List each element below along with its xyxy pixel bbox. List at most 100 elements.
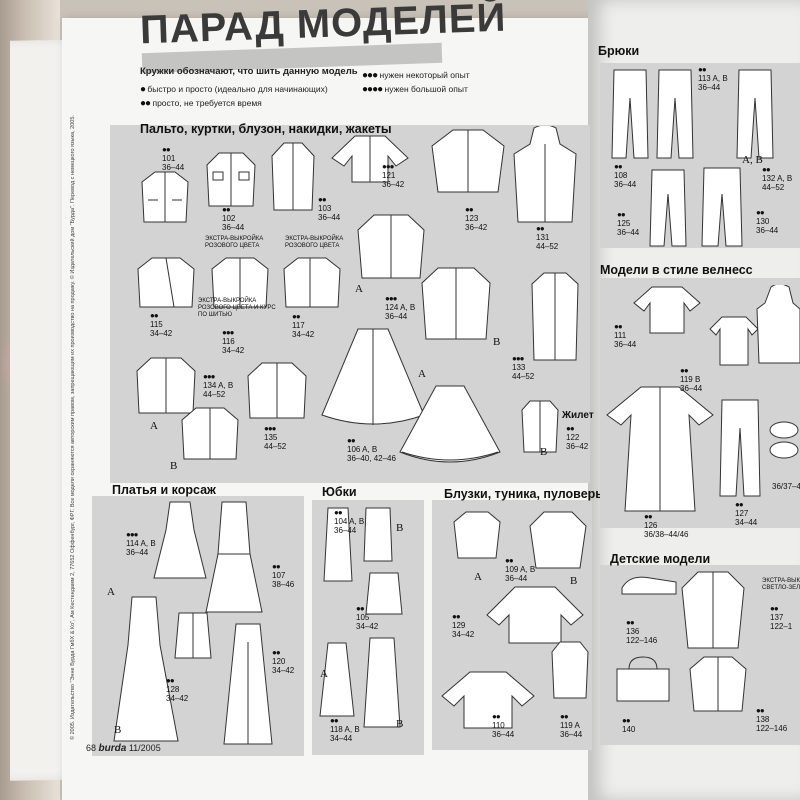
blouse-sketch-109b [528, 510, 588, 570]
corsage-sketch-128 [173, 610, 213, 660]
trousers-sketch-113b [735, 68, 775, 160]
legend-item-2: ●● просто, не требуется время [140, 98, 262, 109]
hoodie-sketch [755, 285, 800, 365]
section-title-skirts: Юбки [322, 485, 357, 499]
section-title-kids: Детские модели [610, 552, 711, 566]
model-label-140: ●●140 [622, 716, 636, 734]
variant-letter-b: B [114, 724, 122, 736]
jacket-sketch-115 [136, 255, 196, 310]
skirt-sketch-118b [362, 635, 402, 730]
section-title-trousers: Брюки [598, 44, 640, 58]
jacket-sketch-135 [246, 360, 308, 422]
trousers-sketch-108 [610, 68, 650, 160]
model-label-112: 36/37–46 [772, 482, 800, 491]
pants-sketch-127 [718, 398, 762, 498]
dress-sketch-114a [150, 500, 210, 580]
shoes-sketch [620, 570, 680, 600]
legend-item-1: ● быстро и просто (идеально для начинающ… [140, 84, 328, 95]
kids-coat-sketch-136 [680, 570, 746, 650]
robe-sketch-126 [605, 385, 715, 513]
legend-heading: Кружки обозначают, что шить данную модел… [140, 66, 358, 77]
cape-sketch-106b [398, 382, 502, 472]
variant-letter-b: B [493, 336, 501, 348]
brand-logo: burda [98, 743, 127, 754]
variant-letter-b: B [570, 575, 578, 587]
blouse-sketch-110 [440, 670, 536, 730]
trousers-sketch-125 [648, 168, 688, 248]
jacket-sketch-102 [205, 150, 257, 210]
trousers-sketch-130 [700, 166, 744, 248]
variant-letter-a: A [355, 283, 363, 295]
variant-letters-ab: A, B [742, 154, 763, 166]
section-title-blouses: Блузки, туника, пуловеры [444, 487, 606, 501]
coat-sketch-124b [420, 265, 492, 343]
legend-item-4: ●●●● нужен большой опыт [362, 84, 468, 95]
variant-letter-a: A [418, 368, 426, 380]
dress-sketch-120 [222, 622, 274, 747]
jacket-sketch-134b [180, 405, 240, 463]
coat-sketch-103 [268, 140, 318, 212]
copyright-vertical-text: © 2005. Издательство "Энне Бурда ГмбХ & … [70, 115, 76, 740]
skirt-sketch-104b [362, 505, 394, 565]
variant-letter-b: B [396, 522, 404, 534]
tshirt-sketch-119b [708, 315, 760, 367]
vest-sketch-122 [520, 398, 560, 454]
page-footer: 68 burda 11/2005 [86, 743, 161, 754]
variant-letter-b: B [396, 718, 404, 730]
slippers-sketch [768, 420, 800, 460]
hooded-jacket-sketch-131 [510, 126, 580, 226]
jacket-sketch-123 [428, 126, 508, 196]
blouse-sketch-119 [550, 640, 590, 700]
bag-sketch-140 [615, 655, 671, 703]
trousers-sketch-113a [655, 68, 695, 160]
section-title-dresses: Платья и корсаж [112, 483, 216, 497]
skirt-sketch-104a [322, 505, 354, 585]
issue-number: 11/2005 [128, 743, 161, 753]
blouse-sketch-109a [452, 510, 502, 560]
jacket-sketch-117 [282, 255, 342, 310]
top-sketch-111 [632, 285, 702, 335]
section-title-coats: Пальто, куртки, блузон, накидки, жакеты [140, 122, 392, 136]
dress-sketch-107 [204, 500, 264, 615]
section-title-wellness: Модели в стиле велнесс [600, 263, 753, 277]
kids-jacket-sketch-138 [688, 655, 748, 713]
tunic-sketch-129 [485, 585, 585, 645]
variant-letter-b: B [170, 460, 178, 472]
coat-sketch-133 [530, 270, 580, 362]
jacket-sketch-101 [140, 170, 190, 225]
variant-letter-a: A [150, 420, 158, 432]
